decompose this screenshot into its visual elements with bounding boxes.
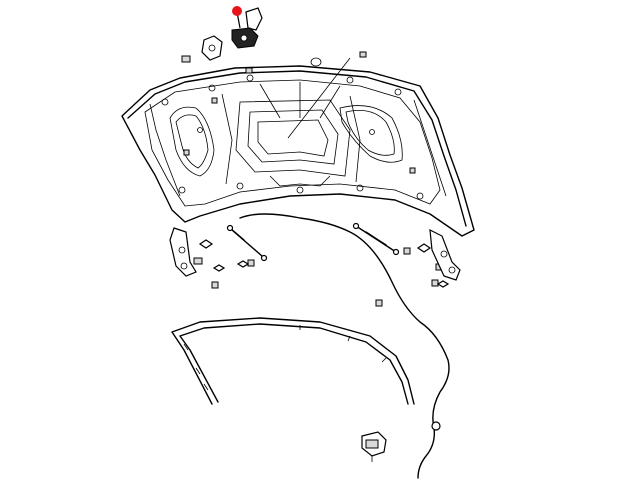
hood-panel: [121, 57, 475, 237]
release-cable: [239, 213, 450, 479]
fastener-clip: [183, 51, 443, 307]
gas-strut-left: [226, 224, 268, 262]
hood-hinge-left: [169, 227, 203, 277]
highlight-marker: [232, 6, 242, 16]
hood-seal: [171, 317, 415, 405]
release-handle: [361, 431, 387, 462]
gas-strut-right: [352, 222, 400, 256]
bumper-stop: [198, 239, 450, 288]
insulator-pad: [310, 57, 322, 67]
hood-latch: [231, 6, 263, 49]
latch-bracket: [181, 35, 223, 63]
hood-hinge-right: [429, 228, 461, 281]
